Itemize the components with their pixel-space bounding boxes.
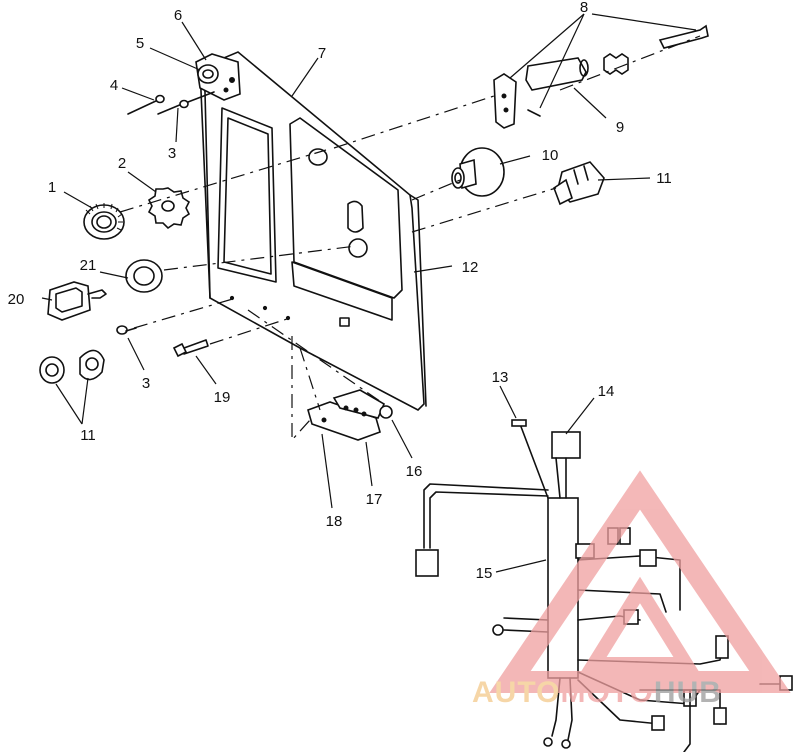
callout-1: 1: [48, 179, 56, 196]
callout-21: 21: [80, 257, 97, 274]
screw-parts: [127, 91, 215, 115]
callout-11-left: 11: [80, 427, 96, 444]
callout-18: 18: [326, 513, 343, 530]
callout-2: 2: [118, 155, 126, 172]
gauge: [451, 147, 505, 197]
callout-17: 17: [366, 491, 383, 508]
callout-3-lower: 3: [142, 375, 150, 392]
callout-7: 7: [318, 45, 326, 62]
leader-lines: [41, 13, 697, 573]
watermark-part-3: HUB: [654, 676, 722, 709]
toggle-switch: [553, 161, 605, 206]
watermark-triangle-outer: [489, 470, 791, 693]
callout-16: 16: [406, 463, 423, 480]
callout-5: 5: [136, 35, 144, 52]
knob-ring: [83, 203, 125, 240]
alignment-lines: [119, 35, 701, 442]
callout-10: 10: [542, 147, 559, 164]
watermark-text: AUTOMOTOHUB: [472, 676, 722, 709]
instrument-panel: [199, 51, 427, 411]
star-washer: [147, 187, 191, 230]
callout-9: 9: [616, 119, 624, 136]
callout-11-right: 11: [656, 170, 672, 187]
wiring-harness: [415, 419, 793, 752]
callout-14: 14: [598, 383, 615, 400]
watermark-part-1: AUTO: [472, 676, 560, 709]
callout-20: 20: [8, 291, 25, 308]
watermark-part-2: MOTO: [560, 676, 653, 709]
switch-bezels: [39, 349, 105, 384]
callout-12: 12: [462, 259, 479, 276]
callout-15: 15: [476, 565, 493, 582]
callout-6: 6: [174, 7, 182, 24]
callout-19: 19: [214, 389, 231, 406]
top-bracket: [195, 53, 241, 101]
fasteners-lower: [116, 325, 209, 358]
mounting-block: [307, 389, 393, 441]
callout-8: 8: [580, 0, 588, 16]
watermark-triangle-inner: [581, 576, 699, 671]
watermark-logo: AUTOMOTOHUB: [472, 470, 791, 709]
latch-assembly: [493, 24, 709, 129]
callout-3-upper: 3: [168, 145, 176, 162]
key-and-nut: [47, 259, 163, 321]
callout-labels: 1 2 3 3 4 5 6 7 8 9 10 11 11 12 13 14 15…: [8, 0, 672, 582]
callout-13: 13: [492, 369, 509, 386]
callout-4: 4: [110, 77, 118, 94]
